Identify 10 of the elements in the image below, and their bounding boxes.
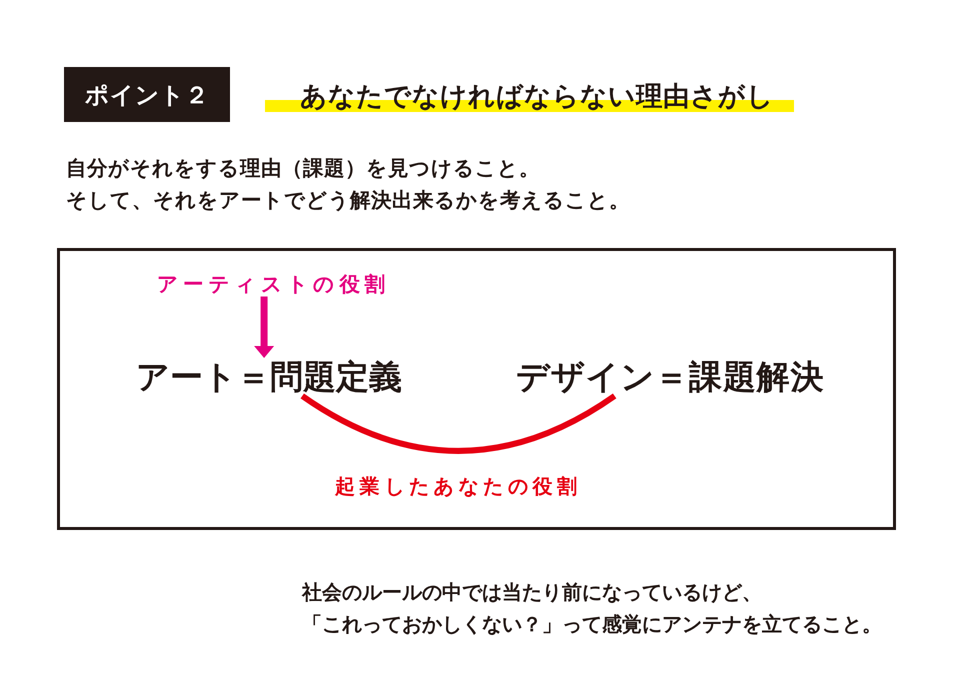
body-text: 自分がそれをする理由（課題）を見つけること。 — [66, 157, 540, 181]
section-tag: ポイント２ — [64, 67, 230, 122]
arrow — [254, 296, 274, 358]
concept-text: デザイン＝課題解決 — [516, 358, 824, 396]
note-text: 社会のルールの中では当たり前になっているけど、「これっておかしくない？」って感覚にアンテナを立てること。 — [302, 579, 883, 638]
body-text: そして、それをアートでどう解決出来るかを考えること。 — [66, 189, 630, 213]
content-frame — [57, 248, 896, 530]
concept-text: アート＝問題定義 — [136, 358, 402, 396]
caption-text: アーティストの役割 — [157, 273, 390, 297]
arc-line — [300, 393, 616, 454]
